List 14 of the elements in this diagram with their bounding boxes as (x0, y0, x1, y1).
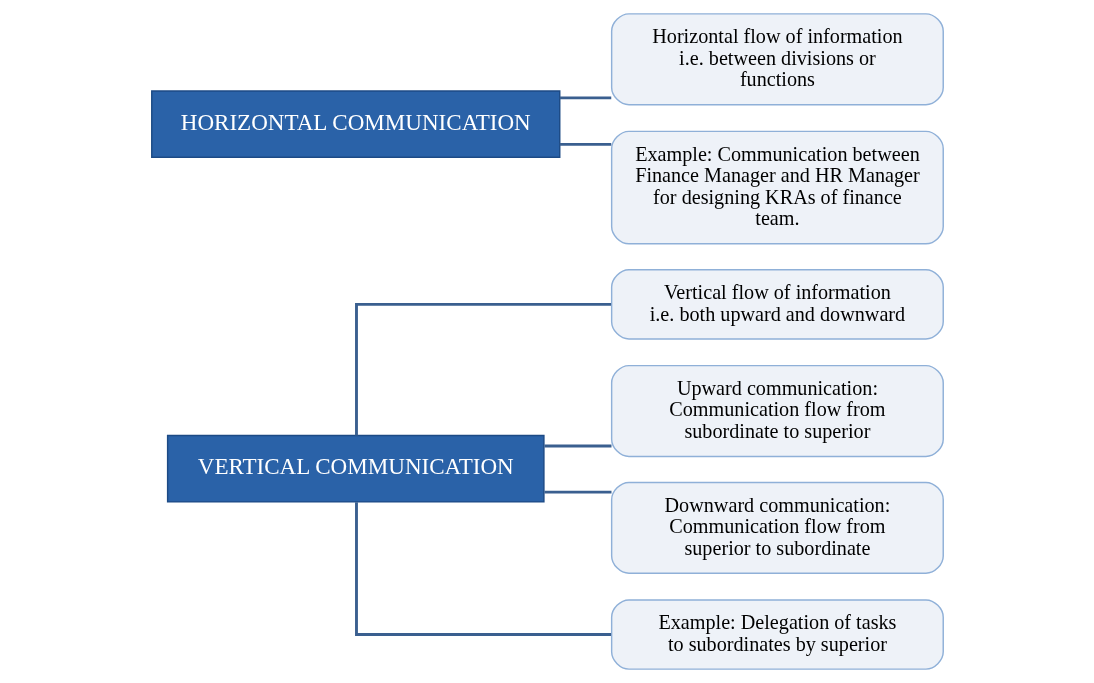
connector (543, 444, 611, 448)
connector (543, 490, 611, 494)
connector (354, 502, 611, 636)
node-box: Vertical flow of information i.e. both upward and downward (610, 269, 944, 340)
connector (559, 142, 611, 146)
node-box: Downward communication: Communication flow from superior to subordinate (610, 481, 944, 574)
connector (559, 96, 611, 100)
node-box: VERTICAL COMMUNICATION (166, 434, 545, 503)
node-box: Example: Communication between Finance Manager and HR Manager for designing KRAs of finance team. (610, 130, 944, 245)
node-box: Example: Delegation of tasks to subordinates by superior (610, 599, 944, 670)
connector (354, 302, 611, 436)
node-box: Upward communication: Communication flow from subordinate to superior (610, 364, 944, 458)
node-box: Horizontal flow of information i.e. between divisions or functions (610, 13, 944, 106)
node-box: HORIZONTAL COMMUNICATION (150, 90, 560, 159)
